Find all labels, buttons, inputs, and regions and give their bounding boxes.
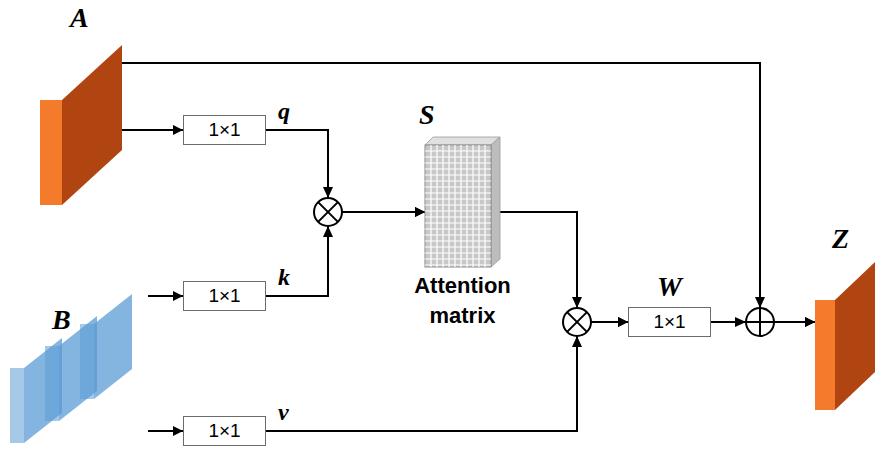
grid-line xyxy=(425,192,491,193)
grid-line xyxy=(425,258,491,259)
connector-arrow xyxy=(148,295,183,297)
grid-line xyxy=(425,174,491,175)
plus-mark xyxy=(759,308,761,336)
box-label: 1×1 xyxy=(208,119,240,141)
node-heading: B xyxy=(52,305,71,336)
feature-map: A xyxy=(40,45,122,205)
node-heading: W xyxy=(657,272,682,303)
node-heading: Z xyxy=(832,224,849,255)
conv-box: 1×1 xyxy=(183,115,266,145)
grid-line xyxy=(425,246,491,247)
slab-side xyxy=(62,45,122,205)
edge-label: k xyxy=(276,264,292,290)
grid-line xyxy=(425,168,491,169)
cross-mark xyxy=(567,312,587,332)
node-caption: Attention matrix xyxy=(396,271,530,330)
arrow-head xyxy=(572,336,582,347)
slab-side xyxy=(835,262,875,410)
matrix-front xyxy=(425,145,491,267)
feature-maps-shape xyxy=(10,290,148,445)
arrow-head xyxy=(735,317,746,327)
grid-line xyxy=(425,240,491,241)
operator-circle xyxy=(314,198,342,226)
cross-mark xyxy=(567,312,587,332)
matrix-side xyxy=(491,137,500,267)
grid-line xyxy=(425,180,491,181)
operator-circle xyxy=(563,308,591,336)
connector-arrow xyxy=(500,212,628,322)
attention-matrix: SAttention matrix xyxy=(425,137,500,267)
slab-side xyxy=(94,294,132,399)
operator-circle xyxy=(746,308,774,336)
grid-line xyxy=(425,150,491,151)
output-map: Z xyxy=(815,262,875,410)
edge-label: q xyxy=(276,98,292,124)
box-label: 1×1 xyxy=(653,311,685,333)
conv-box: 1×1 xyxy=(183,416,266,446)
node-heading: S xyxy=(419,100,435,131)
slab-front xyxy=(10,368,24,443)
connector-arrow xyxy=(266,130,425,212)
arrow-head xyxy=(323,187,333,198)
conv-box: 1×1 xyxy=(183,281,266,311)
grid-line xyxy=(425,186,491,187)
grid-line xyxy=(425,162,491,163)
grid-line xyxy=(425,204,491,205)
connector-arrow xyxy=(122,129,183,131)
grid-line xyxy=(425,228,491,229)
arrow-head xyxy=(572,297,582,308)
box-label: 1×1 xyxy=(208,420,240,442)
attention-matrix-shape xyxy=(425,137,500,267)
connector-arrow xyxy=(148,430,183,432)
slab-front xyxy=(815,300,835,410)
connector-arrow xyxy=(266,212,425,296)
multiply-operator xyxy=(563,297,591,347)
connector-arrow xyxy=(266,322,628,431)
feature-map-shape xyxy=(40,45,122,205)
grid-line xyxy=(425,222,491,223)
grid-line xyxy=(425,198,491,199)
grid-line xyxy=(425,234,491,235)
multiply-operator xyxy=(314,187,342,237)
conv-box: W1×1 xyxy=(628,307,711,337)
add-operator xyxy=(735,297,774,336)
arrow-head xyxy=(323,226,333,237)
edge-label: v xyxy=(276,399,291,425)
grid-line xyxy=(425,264,491,265)
output-map-shape xyxy=(815,262,875,410)
node-heading: A xyxy=(70,3,89,34)
cross-mark xyxy=(318,202,338,222)
slab-side xyxy=(24,338,62,443)
feature-maps: B xyxy=(10,290,148,445)
grid-line xyxy=(425,210,491,211)
slab-front xyxy=(40,100,62,205)
grid-line xyxy=(425,252,491,253)
matrix-grid xyxy=(425,145,491,267)
box-label: 1×1 xyxy=(208,285,240,307)
arrow-head xyxy=(755,297,765,308)
cross-mark xyxy=(318,202,338,222)
matrix-top xyxy=(425,137,500,145)
grid-line xyxy=(425,156,491,157)
grid-line xyxy=(425,216,491,217)
